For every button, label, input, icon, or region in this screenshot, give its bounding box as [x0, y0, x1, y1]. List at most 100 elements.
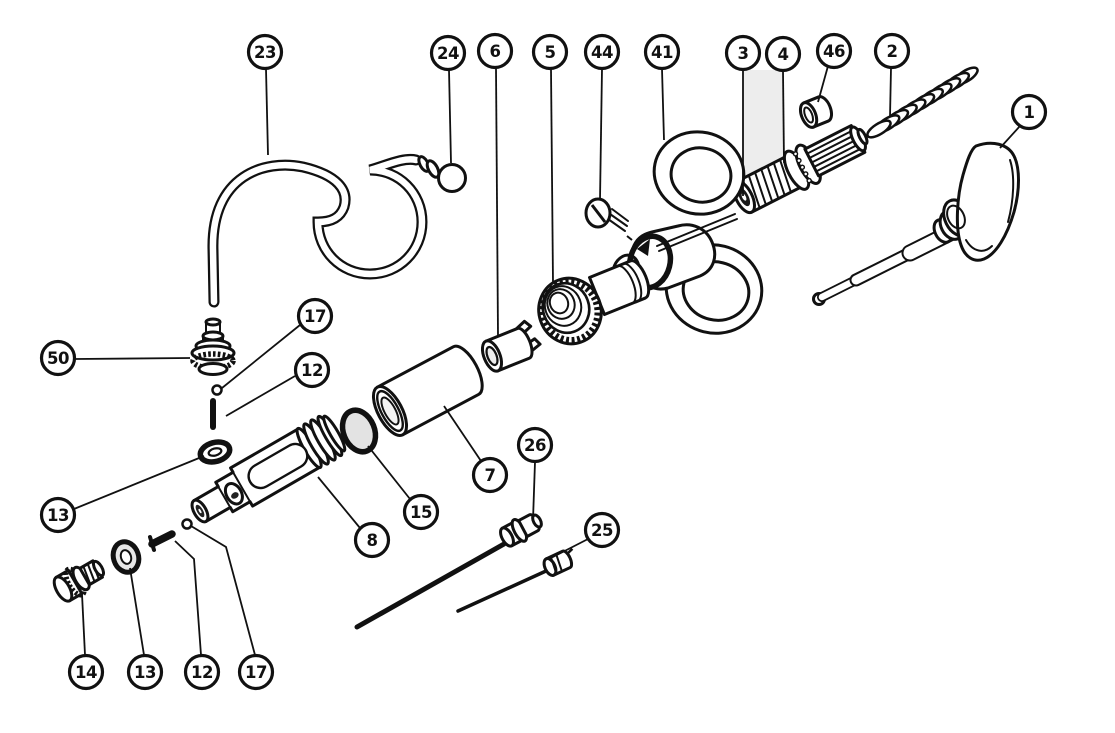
- callout-23: 23: [246, 33, 284, 156]
- callout-3: 3: [724, 34, 762, 196]
- callout-6: 6: [476, 32, 514, 337]
- leader-line: [443, 405, 482, 462]
- callout-number: 5: [545, 43, 556, 62]
- callout-8: 8: [317, 476, 391, 559]
- callout-24: 24: [429, 34, 467, 164]
- leader-line: [599, 68, 603, 201]
- callout-circle: [39, 339, 77, 377]
- leader-line: [317, 476, 361, 529]
- callout-number: 44: [591, 43, 613, 62]
- callout-2: 2: [873, 32, 911, 118]
- leader-line: [81, 593, 86, 656]
- callout-number: 25: [591, 521, 613, 540]
- callout-26: 26: [516, 426, 554, 521]
- leader-line: [129, 567, 145, 656]
- leader-line: [532, 461, 536, 521]
- callout-17: 17: [221, 297, 334, 389]
- part-handle-1: [812, 141, 1020, 306]
- callout-number: 2: [887, 42, 898, 61]
- part-cylinder-7: [371, 344, 484, 437]
- leader-line: [548, 538, 589, 560]
- callout-12: 12: [225, 351, 331, 417]
- callout-50: 50: [39, 339, 191, 377]
- callout-15: 15: [367, 445, 440, 531]
- part-clamp-body-41: [611, 130, 764, 335]
- callout-12: 12: [174, 540, 221, 691]
- leader-line: [448, 69, 452, 164]
- callout-circle: [724, 34, 762, 72]
- callout-circle: [764, 35, 802, 73]
- callout-circle: [353, 521, 391, 559]
- leader-line: [221, 324, 301, 389]
- leader-line: [782, 70, 785, 164]
- callout-number: 12: [301, 361, 323, 380]
- callout-circle: [873, 32, 911, 70]
- callout-circle: [531, 33, 569, 71]
- part-screw-44: [584, 197, 633, 241]
- leader-line: [495, 67, 499, 337]
- callout-25: 25: [548, 511, 621, 560]
- part-stud-3-4: [731, 124, 869, 215]
- callout-circle: [293, 351, 331, 389]
- callout-circle: [126, 653, 164, 691]
- callout-circle: [67, 653, 105, 691]
- callout-14: 14: [67, 593, 105, 691]
- callout-number: 15: [410, 503, 432, 522]
- callout-number: 8: [367, 531, 378, 550]
- callout-circle: [39, 496, 77, 534]
- callout-circle: [815, 32, 853, 70]
- part-pin-12b: [148, 530, 176, 552]
- leader-line: [190, 525, 256, 656]
- part-ball-17b: [181, 518, 193, 530]
- callout-number: 23: [254, 43, 276, 62]
- callout-circle: [429, 34, 467, 72]
- leader-line: [661, 68, 665, 141]
- part-plug-14: [52, 559, 106, 603]
- callout-number: 17: [304, 307, 326, 326]
- callout-number: 26: [524, 436, 546, 455]
- callout-number: 4: [778, 45, 789, 64]
- leader-line: [999, 125, 1021, 149]
- callout-circle: [476, 32, 514, 70]
- callout-7: 7: [443, 405, 509, 494]
- part-washer-13: [110, 539, 142, 575]
- callout-number: 3: [738, 44, 749, 63]
- callout-circle: [1010, 93, 1048, 131]
- leader-line: [225, 375, 296, 417]
- leader-line: [550, 68, 554, 284]
- part-knurled-nut-5: [537, 259, 651, 346]
- callout-circle: [583, 511, 621, 549]
- part-oring-15: [339, 407, 379, 455]
- leader-line: [817, 65, 829, 103]
- callout-circle: [583, 33, 621, 71]
- callout-number: 17: [245, 663, 267, 682]
- callout-circle: [402, 493, 440, 531]
- part-ball-17: [211, 384, 223, 396]
- callout-number: 24: [437, 44, 459, 63]
- part-fitting-50: [190, 317, 236, 376]
- part-oring-13: [197, 439, 233, 465]
- callout-number: 46: [823, 42, 845, 61]
- callout-number: 41: [651, 43, 673, 62]
- callout-number: 14: [75, 663, 97, 682]
- callout-17: 17: [190, 525, 275, 691]
- callout-44: 44: [583, 33, 621, 201]
- leader-line: [174, 540, 202, 656]
- callout-number: 7: [485, 466, 496, 485]
- leader-line: [367, 445, 411, 500]
- callout-circle: [246, 33, 284, 71]
- callout-number: 13: [134, 663, 156, 682]
- callout-number: 1: [1024, 103, 1035, 122]
- callout-circle: [237, 653, 275, 691]
- callout-13: 13: [39, 455, 205, 534]
- callout-circle: [516, 426, 554, 464]
- leader-line: [265, 68, 269, 156]
- callout-4: 4: [764, 35, 802, 164]
- callout-41: 41: [643, 33, 681, 141]
- part-spring-2: [866, 66, 979, 139]
- leader-line: [74, 357, 191, 360]
- callout-circle: [183, 653, 221, 691]
